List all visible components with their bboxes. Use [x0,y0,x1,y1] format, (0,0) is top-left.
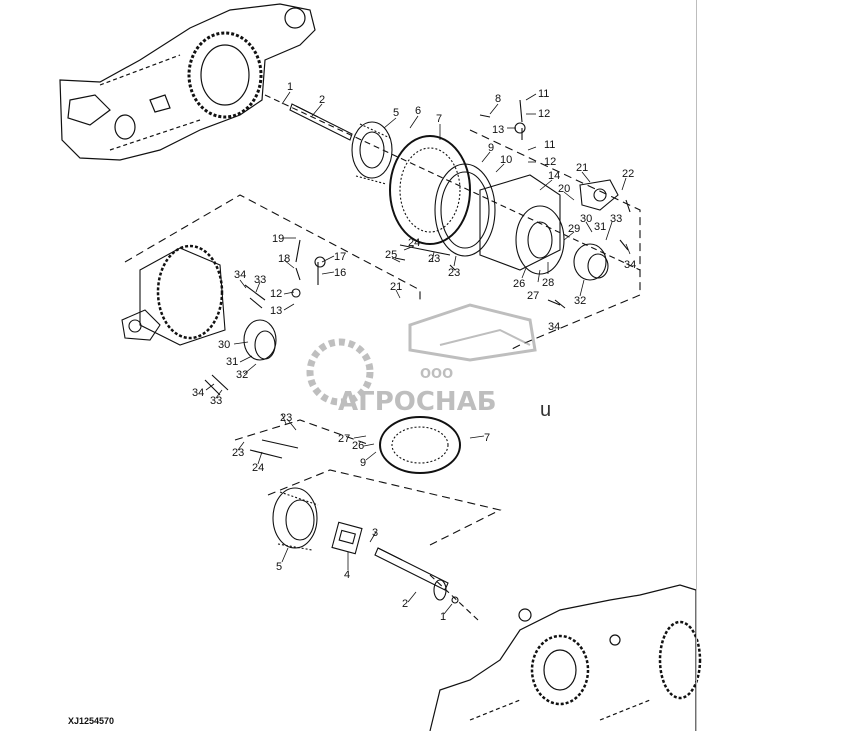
callout-13: 13 [492,124,504,136]
callout-18: 18 [278,253,290,265]
callout-34: 34 [548,321,560,333]
callout-23: 23 [448,267,460,279]
callout-11: 11 [544,139,555,151]
axle-housing-bottom [429,584,702,731]
callout-12: 12 [538,108,550,120]
callout-14: 14 [548,170,560,182]
callout-5: 5 [393,107,399,119]
callout-13: 13 [270,305,282,317]
callout-34: 34 [192,387,204,399]
callout-26: 26 [352,440,364,452]
callout-2: 2 [319,94,325,106]
callout-25: 25 [385,249,397,261]
callout-30: 30 [580,213,592,225]
watermark-company-name: АГРОСНАБ [338,387,497,417]
callout-6: 6 [415,105,421,117]
callout-3: 3 [372,527,378,539]
callout-33: 33 [610,213,622,225]
callout-21: 21 [576,162,588,174]
callout-1: 1 [440,611,446,623]
callout-31: 31 [226,356,238,368]
callout-23: 23 [280,412,292,424]
callout-leaders [205,91,631,615]
callout-19: 19 [272,233,284,245]
callout-29: 29 [568,223,580,235]
diagram-reference-code: XJ1254570 [68,716,115,726]
callout-9: 9 [488,142,494,154]
callout-labels: 1 2 5 6 7 8 11 12 13 11 12 9 10 14 21 22… [192,81,636,623]
callout-27: 27 [338,433,350,445]
callout-1: 1 [287,81,293,93]
callout-17: 17 [334,251,346,263]
callout-5: 5 [276,561,282,573]
callout-24: 24 [252,462,264,474]
watermark-prefix: ООО [420,367,453,382]
left-hub-assembly [121,194,461,474]
watermark-suffix: u [540,399,551,421]
callout-30: 30 [218,339,230,351]
callout-20: 20 [558,183,570,195]
callout-34: 34 [624,259,636,271]
panel-divider [696,0,697,731]
callout-12: 12 [544,156,556,168]
callout-34: 34 [234,269,246,281]
upper-assembly [264,94,641,351]
callout-9: 9 [360,457,366,469]
callout-23: 23 [232,447,244,459]
callout-32: 32 [236,369,248,381]
callout-22: 22 [622,168,634,180]
watermark-logo: ООО АГРОСНАБ [306,303,537,417]
callout-16: 16 [334,267,346,279]
lower-assembly [267,469,502,621]
axle-housing-top [59,3,316,161]
callout-31: 31 [594,221,606,233]
callout-10: 10 [500,154,512,166]
callout-12: 12 [270,288,282,300]
callout-23: 23 [428,253,440,265]
callout-4: 4 [344,569,350,581]
callout-2: 2 [402,598,408,610]
callout-7: 7 [484,432,490,444]
callout-28: 28 [542,277,554,289]
callout-11: 11 [538,88,549,100]
callout-32: 32 [574,295,586,307]
callout-27: 27 [527,290,539,302]
callout-33: 33 [254,274,266,286]
callout-24: 24 [408,237,420,249]
callout-21: 21 [390,281,402,293]
callout-33: 33 [210,395,222,407]
callout-8: 8 [495,93,501,105]
callout-7: 7 [436,113,442,125]
callout-26: 26 [513,278,525,290]
